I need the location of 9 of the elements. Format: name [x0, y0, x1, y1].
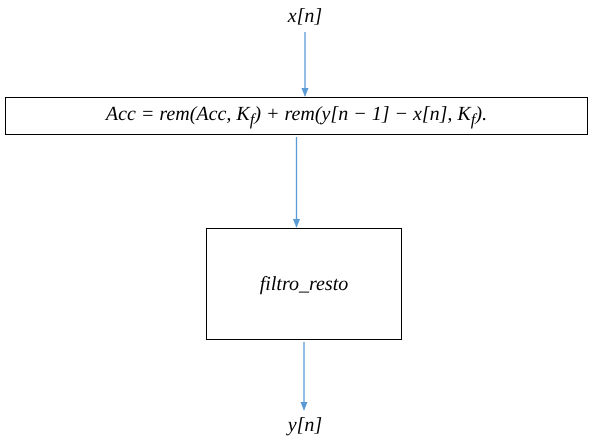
signal-label: x[n] — [288, 4, 322, 28]
arrow — [292, 137, 300, 228]
block-label: filtro_resto — [260, 272, 348, 296]
formula-text: Acc = rem(Acc, K$_{f}$) + rem(y[n − 1] − x[n], K$_{f}$). — [106, 102, 488, 130]
signal-label: y[n] — [288, 414, 322, 436]
process-box — [5, 97, 588, 135]
arrow — [301, 32, 309, 97]
arrow — [300, 342, 308, 411]
process-box — [206, 228, 402, 340]
